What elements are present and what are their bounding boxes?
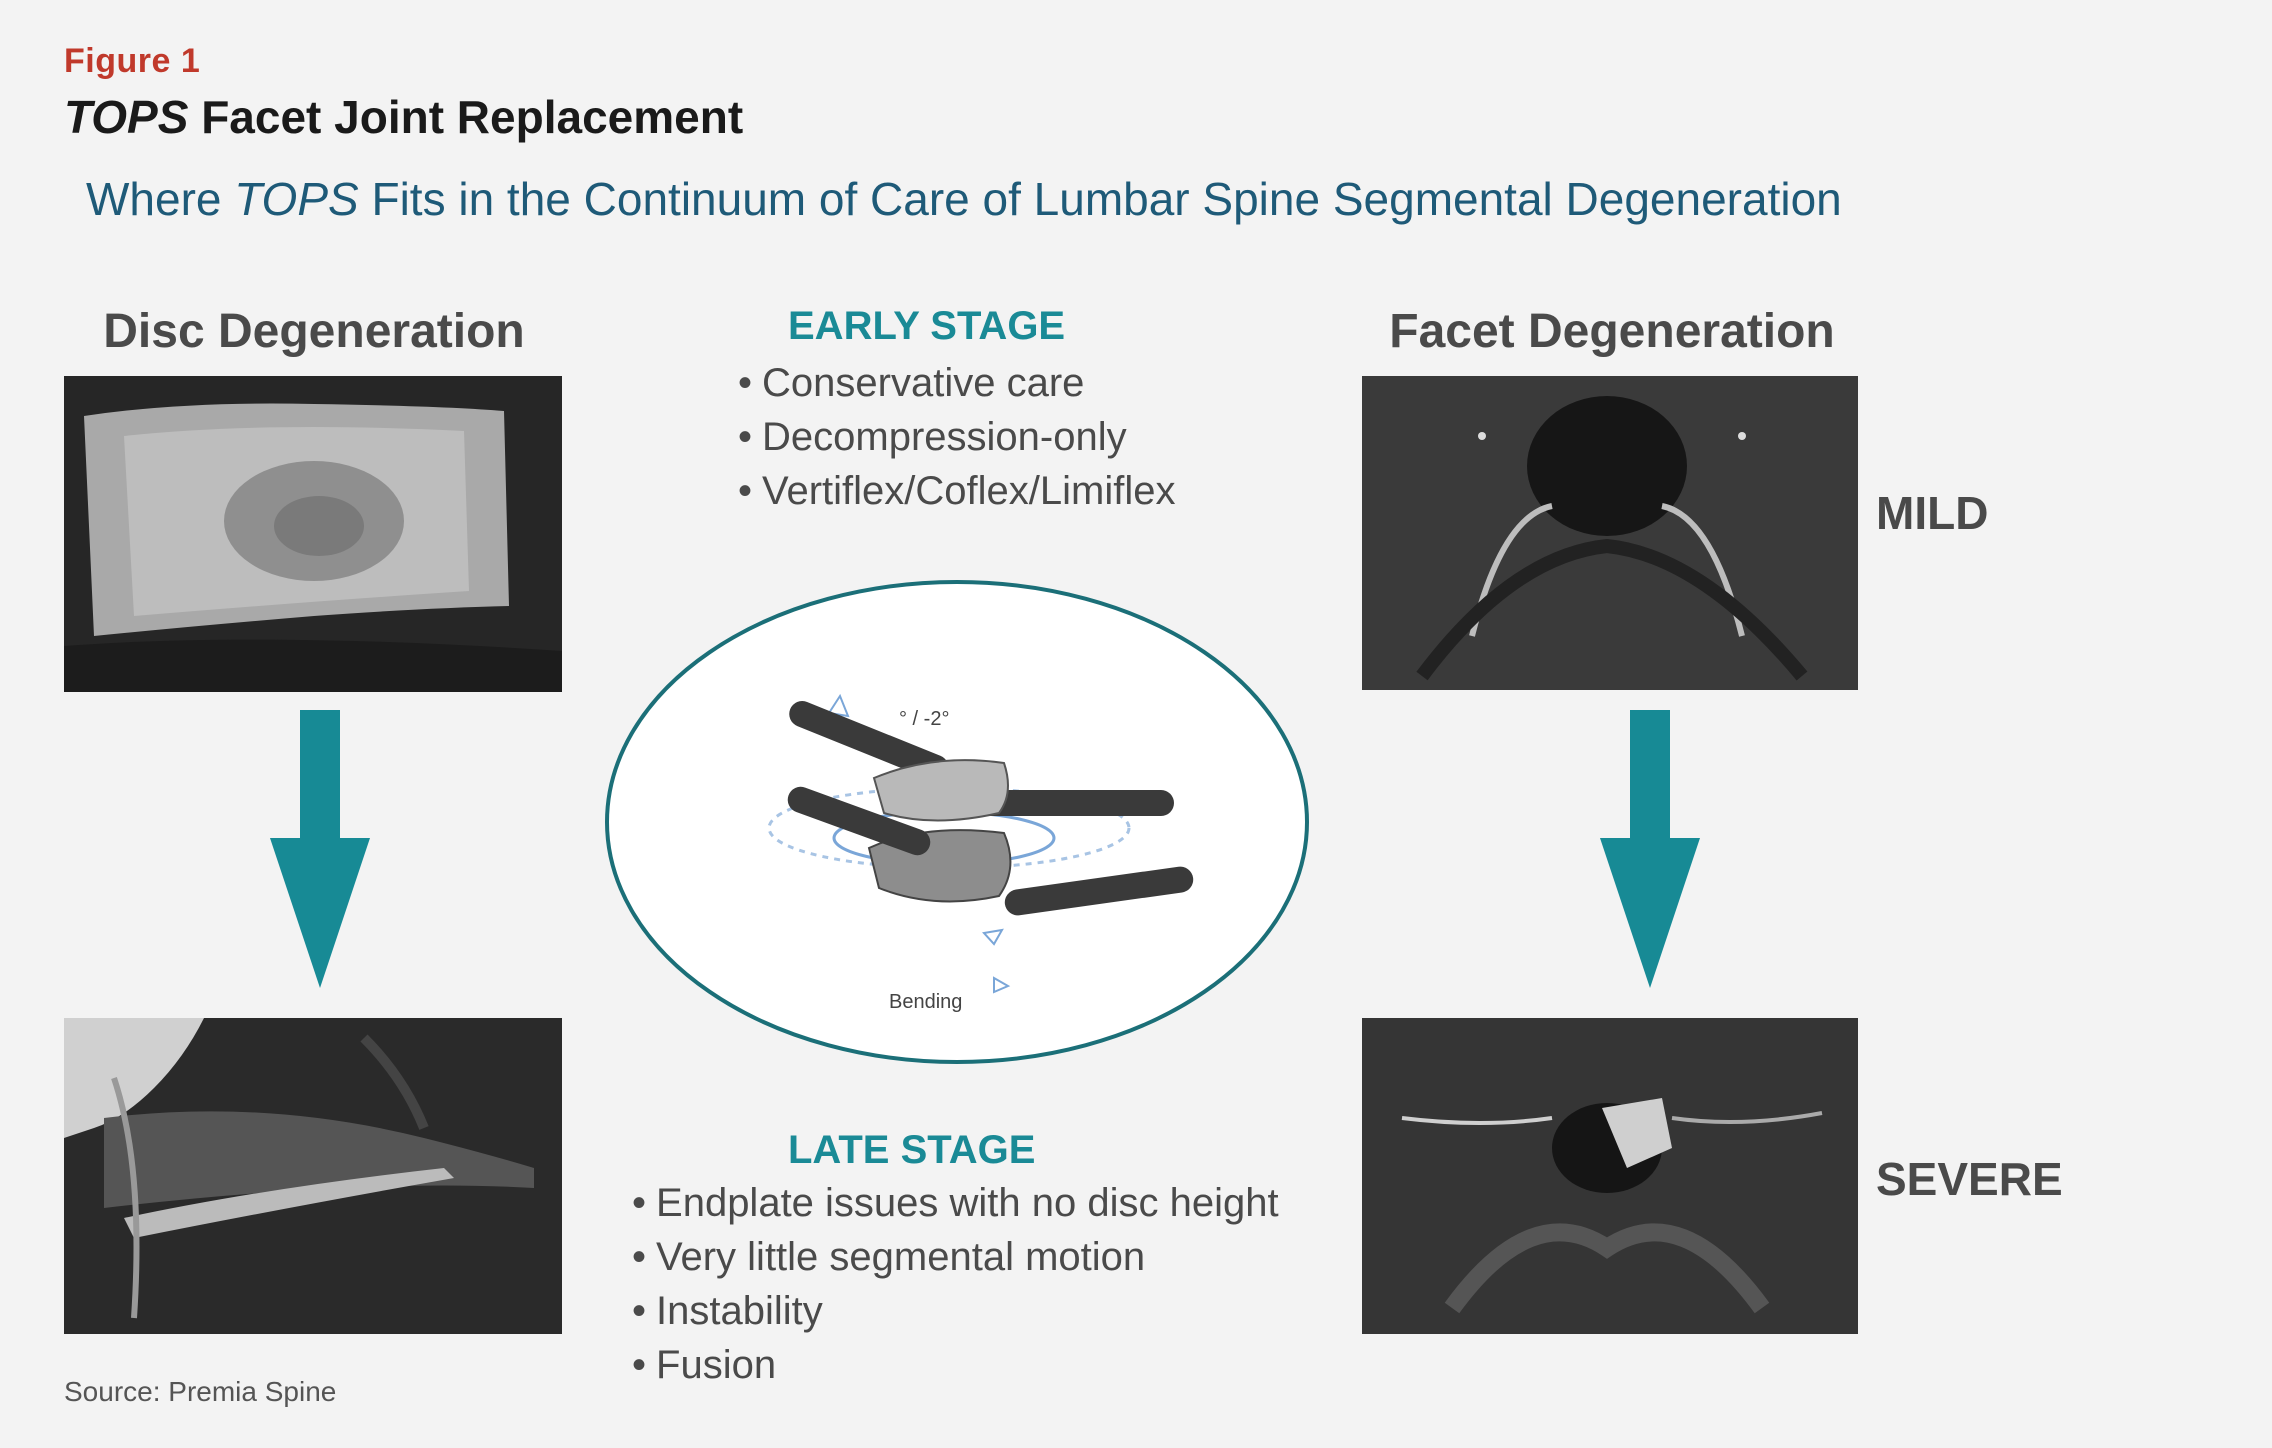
device-bending-label: Bending [889, 991, 962, 1013]
source-note: Source: Premia Spine [64, 1376, 337, 1407]
figure-label: Figure 1 [64, 42, 201, 80]
early-stage-item: Conservative care [738, 356, 1176, 410]
late-stage-item: Endplate issues with no disc height [632, 1176, 1279, 1230]
facet-degeneration-heading: Facet Degeneration [1389, 305, 1835, 358]
disc-degeneration-heading: Disc Degeneration [103, 305, 525, 358]
disc-scan-early-image [64, 376, 562, 692]
figure-title-rest: Facet Joint Replacement [188, 91, 744, 143]
figure-subtitle: Where TOPS Fits in the Continuum of Care… [86, 172, 1842, 226]
early-stage-item: Decompression-only [738, 410, 1176, 464]
figure-title-italic: TOPS [64, 91, 189, 143]
early-stage-item: Vertiflex/Coflex/Limiflex [738, 464, 1175, 518]
facet-scan-mild-image [1362, 376, 1858, 690]
early-stage-list: Conservative care Decompression-only Ver… [738, 356, 1176, 518]
facet-scan-severe-image [1362, 1018, 1858, 1334]
figure-title: TOPS Facet Joint Replacement [64, 90, 743, 144]
device-ellipse: ° / -2° Bending [604, 578, 1310, 1066]
severe-label: SEVERE [1876, 1153, 2063, 1205]
mild-label: MILD [1876, 487, 1989, 539]
subtitle-italic: TOPS [234, 173, 359, 225]
late-stage-item: Fusion [632, 1338, 1279, 1392]
late-stage-item: Instability [632, 1284, 1279, 1338]
late-stage-item: Very little segmental motion [632, 1230, 1279, 1284]
subtitle-post: Fits in the Continuum of Care of Lumbar … [358, 173, 1842, 225]
disc-progression-arrow [270, 710, 370, 988]
disc-scan-late-image [64, 1018, 562, 1334]
device-angle-label: ° / -2° [899, 708, 949, 730]
subtitle-pre: Where [86, 173, 235, 225]
facet-progression-arrow [1600, 710, 1700, 988]
late-stage-heading: LATE STAGE [788, 1128, 1036, 1172]
early-stage-heading: EARLY STAGE [788, 304, 1066, 348]
late-stage-list: Endplate issues with no disc height Very… [632, 1176, 1279, 1392]
tops-device-illustration: ° / -2° Bending [605, 580, 1309, 1064]
